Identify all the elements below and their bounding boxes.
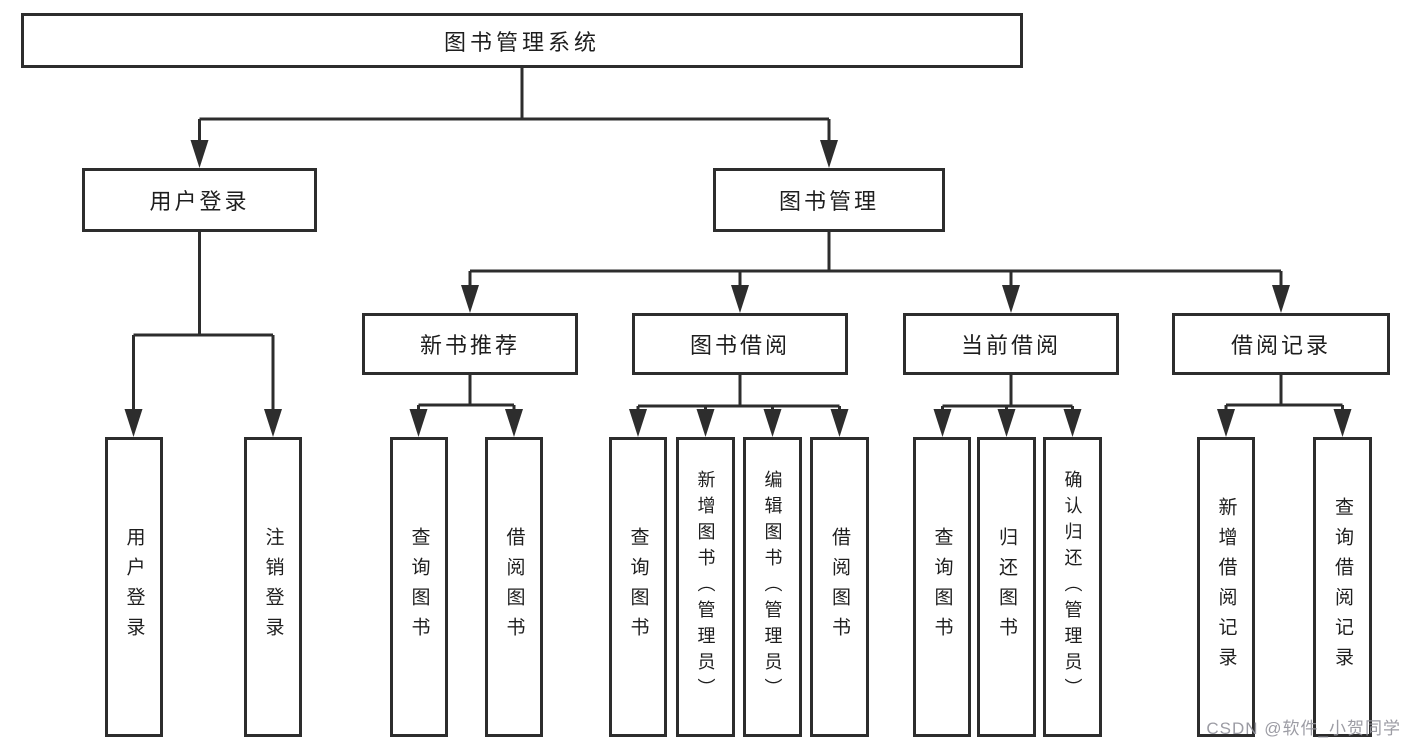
leaf-label: 新增图书（管理员） <box>695 470 716 704</box>
node-book-borrowing: 图书借阅 <box>632 313 848 375</box>
leaf-query-books: 查询图书 <box>609 437 667 737</box>
leaf-label: 注销登录 <box>262 527 284 647</box>
leaf-label: 归还图书 <box>996 527 1017 647</box>
leaf-label: 用户登录 <box>123 527 145 647</box>
leaf-borrow-books: 借阅图书 <box>485 437 543 737</box>
leaf-add-book-admin: 新增图书（管理员） <box>676 437 735 737</box>
node-label: 图书管理系统 <box>443 29 600 55</box>
node-label: 借阅记录 <box>1230 333 1331 358</box>
node-label: 用户登录 <box>149 189 250 214</box>
node-label: 当前借阅 <box>960 333 1061 358</box>
leaf-confirm-return-admin: 确认归还（管理员） <box>1043 437 1102 737</box>
leaf-label: 查询图书 <box>408 527 430 647</box>
node-current-borrowing: 当前借阅 <box>903 313 1119 375</box>
leaf-label: 借阅图书 <box>829 527 850 647</box>
node-library-management-system: 图书管理系统 <box>21 13 1023 68</box>
leaf-label: 查询图书 <box>931 527 953 647</box>
leaf-logout: 注销登录 <box>244 437 302 737</box>
leaf-label: 查询图书 <box>627 527 649 647</box>
leaf-query-books: 查询图书 <box>390 437 448 737</box>
leaf-query-borrow-record: 查询借阅记录 <box>1313 437 1372 737</box>
leaf-label: 编辑图书（管理员） <box>762 470 783 704</box>
node-user-login: 用户登录 <box>82 168 317 232</box>
leaf-user-login: 用户登录 <box>105 437 163 737</box>
node-new-book-recommend: 新书推荐 <box>362 313 578 375</box>
leaf-add-borrow-record: 新增借阅记录 <box>1197 437 1255 737</box>
leaf-return-book: 归还图书 <box>977 437 1036 737</box>
csdn-watermark: CSDN @软件_小贺同学 <box>1206 719 1401 738</box>
node-borrowing-records: 借阅记录 <box>1172 313 1390 375</box>
leaf-borrow-books: 借阅图书 <box>810 437 869 737</box>
leaf-label: 新增借阅记录 <box>1215 497 1237 677</box>
leaf-query-books: 查询图书 <box>913 437 971 737</box>
node-book-management: 图书管理 <box>713 168 945 232</box>
node-label: 图书管理 <box>778 189 879 214</box>
node-label: 新书推荐 <box>419 333 520 358</box>
leaf-label: 查询借阅记录 <box>1332 497 1353 677</box>
leaf-edit-book-admin: 编辑图书（管理员） <box>743 437 802 737</box>
leaf-label: 确认归还（管理员） <box>1062 470 1083 704</box>
node-label: 图书借阅 <box>689 333 790 358</box>
leaf-label: 借阅图书 <box>503 527 525 647</box>
